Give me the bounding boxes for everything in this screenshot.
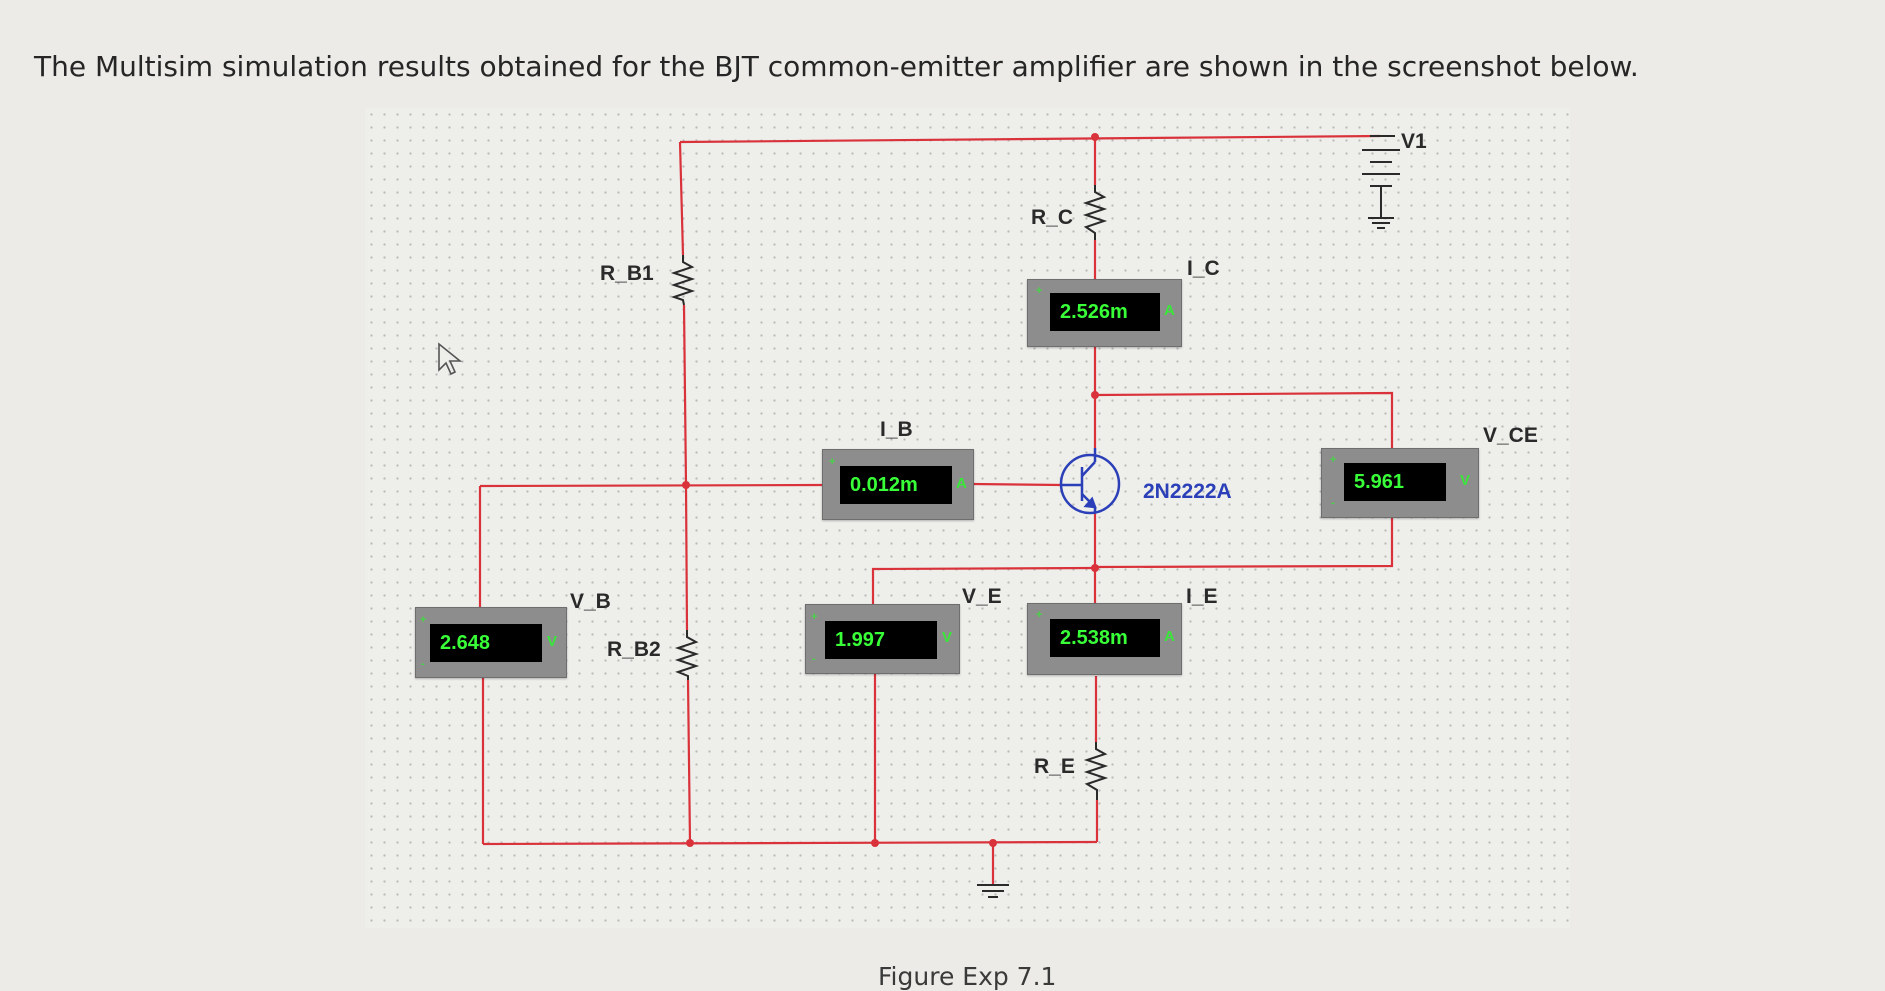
label-r-b2: R_B2	[607, 638, 661, 661]
ammeter-i-c[interactable]: + 2.526m A	[1027, 279, 1182, 347]
voltmeter-v-ce[interactable]: + - 5.961 V	[1321, 448, 1479, 518]
resistor-icon	[1082, 185, 1108, 240]
meter-unit-v-e: V	[942, 629, 953, 646]
meter-unit-i-c: A	[1164, 302, 1175, 319]
wire-base-right	[971, 482, 1063, 487]
label-i-e: I_E	[1186, 585, 1218, 608]
meter-readout-v-e: 1.997	[825, 621, 937, 659]
meter-readout-i-b: 0.012m	[840, 466, 952, 504]
wire-top-rail	[679, 134, 1381, 144]
dc-voltage-source-icon	[1362, 135, 1400, 229]
meter-unit-v-ce: V	[1460, 472, 1471, 489]
wire-ve-plus	[871, 566, 1096, 604]
label-v-ce: V_CE	[1483, 424, 1538, 447]
resistor-icon	[674, 630, 700, 680]
label-i-b: I_B	[880, 418, 913, 441]
wire-rb2-bottom	[686, 679, 692, 844]
ammeter-i-e[interactable]: + 2.538m A	[1027, 603, 1182, 675]
wire-rb1-bottom	[682, 304, 688, 486]
voltmeter-v-b[interactable]: + - 2.648 V	[415, 607, 567, 678]
label-i-c: I_C	[1187, 257, 1220, 280]
resistor-icon	[1083, 742, 1109, 800]
npn-bjt-icon	[1059, 448, 1121, 515]
wire-rb1-top	[678, 141, 685, 256]
meter-unit-i-e: A	[1164, 628, 1175, 645]
wire-base-left	[479, 483, 823, 488]
label-v-b: V_B	[570, 590, 611, 613]
meter-readout-i-c: 2.526m	[1050, 293, 1160, 331]
ammeter-i-b[interactable]: + 0.012m A	[822, 449, 974, 520]
label-v-e: V_E	[962, 585, 1002, 608]
intro-text: The Multisim simulation results obtained…	[34, 50, 1639, 83]
wire-rb2-top	[684, 484, 689, 631]
label-v1: V1	[1401, 130, 1427, 153]
wire-vce-minus	[1094, 518, 1394, 569]
label-r-b1: R_B1	[600, 262, 654, 285]
meter-readout-v-ce: 5.961	[1344, 463, 1446, 501]
wire-vce-plus	[1094, 391, 1394, 452]
meter-readout-i-e: 2.538m	[1050, 619, 1160, 657]
wire-ground-rail	[482, 840, 1098, 846]
meter-unit-v-b: V	[547, 633, 558, 650]
label-r-c: R_C	[1031, 206, 1074, 229]
figure-caption: Figure Exp 7.1	[878, 962, 1057, 991]
resistor-icon	[670, 255, 696, 306]
label-transistor-model: 2N2222A	[1143, 480, 1232, 503]
label-r-e: R_E	[1034, 755, 1075, 778]
voltmeter-v-e[interactable]: + - 1.997 V	[805, 604, 960, 674]
arrow-cursor-icon	[438, 342, 463, 376]
meter-readout-v-b: 2.648	[430, 624, 542, 662]
ground-icon	[977, 884, 1009, 898]
meter-unit-i-b: A	[956, 475, 967, 492]
